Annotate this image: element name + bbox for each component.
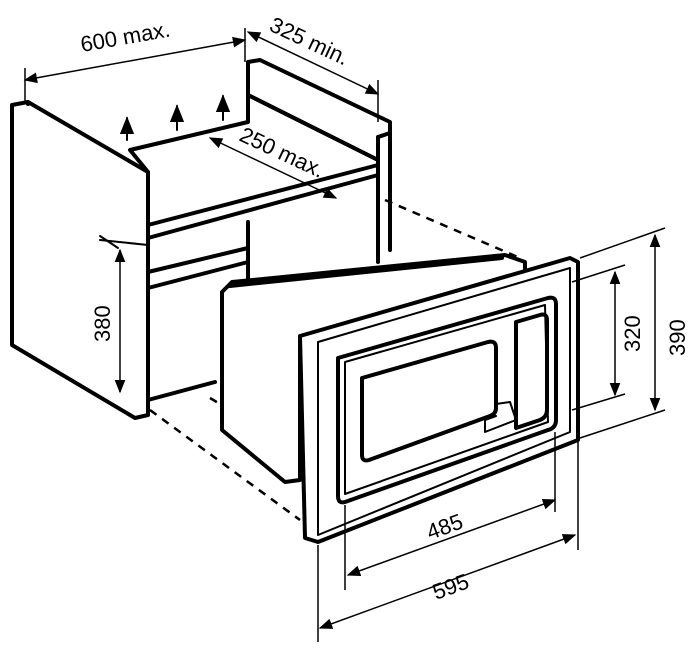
microwave-door <box>336 295 558 505</box>
dimension-lines <box>23 28 666 642</box>
cabinet-shelf <box>128 93 380 240</box>
microwave-window <box>360 339 498 463</box>
label-frame-height: 390 <box>665 319 690 356</box>
label-cabinet-width: 600 max. <box>79 17 172 57</box>
label-rear-depth: 250 max. <box>236 122 329 183</box>
label-window-width: 485 <box>423 509 466 545</box>
ventilation-arrows <box>119 94 231 141</box>
label-niche-height: 380 <box>90 305 115 342</box>
microwave <box>220 253 580 544</box>
control-panel <box>514 312 549 430</box>
microwave-frame <box>298 256 580 544</box>
label-window-height: 320 <box>620 315 645 352</box>
cabinet-left-panel <box>10 100 150 420</box>
